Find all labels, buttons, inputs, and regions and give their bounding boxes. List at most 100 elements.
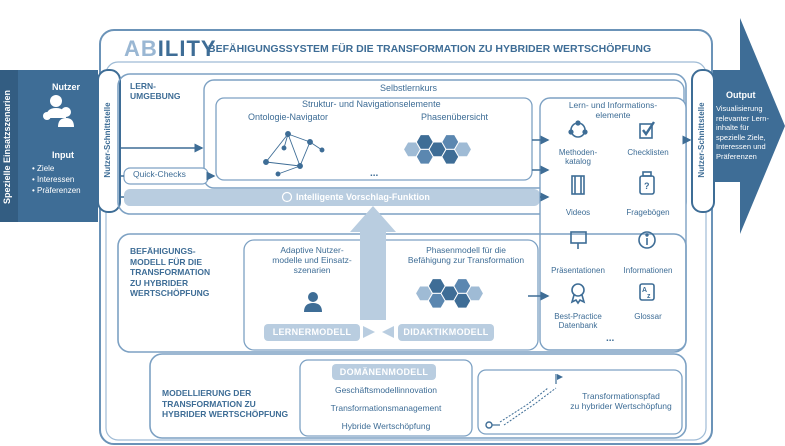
output-title: Output — [726, 90, 756, 100]
element-videos[interactable]: Videos — [565, 208, 591, 217]
element-label: Datenbank — [558, 321, 598, 331]
element-presentations[interactable]: Präsentationen — [551, 266, 605, 275]
enabling-model-title: BEFÄHIGUNGS- MODELL FÜR DIE TRANSFORMATI… — [130, 246, 210, 299]
structure-nav-title: Struktur- und Navigationselemente — [302, 99, 441, 109]
users-icon — [43, 95, 74, 127]
element-questionnaires[interactable]: Fragebögen — [626, 208, 670, 217]
enabling-title-line: BEFÄHIGUNGS- — [130, 246, 196, 256]
elements-more-dots: ... — [606, 333, 615, 344]
input-item-interests: • Interessen — [32, 175, 75, 184]
input-item-preferences: • Präferenzen — [32, 186, 81, 195]
element-label: katalog — [565, 157, 591, 167]
output-line: Interessen und — [716, 142, 766, 152]
element-label: Methoden- — [558, 148, 598, 157]
presentation-icon — [570, 231, 587, 249]
interface-left-label: Nutzer-Schnittstelle — [103, 102, 112, 178]
phase-hexagons-icon — [402, 134, 473, 165]
svg-text:z: z — [647, 293, 651, 300]
domain-model-button[interactable]: DOMÄNENMODELL — [332, 364, 436, 380]
output-line: relevanter Lern- — [716, 113, 769, 123]
ontology-nav-label: Ontologie-Navigator — [248, 112, 329, 122]
interface-right-label: Nutzer-Schnittstelle — [697, 102, 706, 178]
adaptive-line: modelle und Einsatz- — [272, 254, 352, 265]
brand-tagline: BEFÄHIGUNGSSYSTEM FÜR DIE TRANSFORMATION… — [208, 43, 652, 55]
hexagon — [453, 141, 473, 158]
element-best-practice[interactable]: Best-Practice Datenbank — [546, 312, 610, 330]
input-user-title: Nutzer — [52, 82, 81, 92]
adaptive-line: szenarien — [293, 264, 331, 275]
enabling-model-box — [117, 233, 687, 353]
globe-icon — [281, 191, 293, 203]
brand-logo: ABILITY — [124, 36, 217, 61]
path-line: Transformationspfad — [582, 391, 660, 401]
enabling-title-line: MODELL FÜR DIE — [130, 256, 203, 267]
input-item-goals: • Ziele — [32, 164, 55, 173]
input-side-label: Spezielle Einsatzszenarien — [2, 89, 12, 205]
brand-prefix: AB — [124, 36, 158, 61]
enabling-inner-box — [243, 239, 539, 351]
phase-model-line: Phasenmodell für die — [426, 245, 506, 255]
checklist-icon — [639, 121, 655, 139]
elements-panel — [539, 97, 687, 351]
system-inner-frame — [105, 61, 707, 441]
phase-model-text: Phasenmodell für die Befähigung zur Tran… — [394, 245, 538, 266]
film-icon — [571, 175, 585, 195]
phase-overview-label: Phasenübersicht — [421, 112, 489, 122]
path-box — [477, 369, 683, 435]
interface-left-pill — [97, 69, 121, 213]
user-icon — [304, 292, 322, 312]
adaptive-line: Adaptive Nutzer- — [280, 245, 344, 255]
learning-env-title: LERN- UMGEBUNG — [130, 81, 181, 102]
award-icon — [570, 283, 586, 305]
enabling-title-line: WERTSCHÖPFUNG — [130, 288, 210, 298]
input-panel-edge — [0, 70, 18, 222]
elements-title-line: Lern- und Informations- — [568, 100, 658, 110]
input-title: Input — [52, 150, 74, 160]
output-line: spezielle Ziele, — [716, 132, 766, 142]
output-text: Visualisierung relevanter Lern- inhalte … — [716, 104, 769, 162]
learning-env-title-line: UMGEBUNG — [130, 90, 181, 101]
structure-more-dots: ... — [370, 168, 379, 179]
domain-model-box — [299, 359, 473, 437]
modelling-title-line: MODELLIERUNG DER — [162, 388, 252, 398]
didactic-model-button[interactable]: DIDAKTIKMODELL — [398, 324, 494, 341]
ontology-network-icon — [263, 131, 325, 177]
quick-checks-label[interactable]: Quick-Checks — [133, 169, 186, 179]
element-label: Best-Practice — [554, 312, 602, 321]
upward-arrow — [350, 206, 396, 320]
brand-suffix: ILITY — [157, 36, 217, 61]
adaptive-models-text: Adaptive Nutzer- modelle und Einsatz- sz… — [262, 245, 362, 275]
element-method-catalog[interactable]: Methoden- katalog — [546, 148, 610, 166]
enabling-title-line: TRANSFORMATION — [130, 267, 211, 277]
questionnaire-icon — [639, 171, 655, 195]
modelling-title-line: HYBRIDER WERTSCHÖPFUNG — [162, 409, 289, 419]
domain-item-hybrid: Hybride Wertschöpfung — [341, 421, 431, 431]
domain-item-transformation: Transformationsmanagement — [330, 403, 442, 413]
enabling-title-line: ZU HYBRIDER — [130, 277, 189, 288]
phase-model-hexagons-icon — [414, 278, 485, 309]
element-checklists[interactable]: Checklisten — [627, 148, 669, 157]
structure-nav-box — [215, 97, 533, 181]
output-line: inhalte für — [716, 123, 749, 133]
elements-title: Lern- und Informations- elemente — [548, 100, 678, 121]
svg-text:A: A — [642, 287, 647, 294]
suggestion-label[interactable]: Intelligente Vorschlag-Funktion — [296, 192, 430, 202]
info-icon — [638, 231, 656, 249]
transformation-path-text: Transformationspfad zu hybrider Wertschö… — [560, 391, 682, 412]
element-information[interactable]: Informationen — [623, 266, 673, 275]
glossary-icon — [639, 283, 655, 301]
learning-env-title-line: LERN- — [130, 81, 156, 91]
modelling-title-line: TRANSFORMATION ZU — [162, 398, 256, 409]
modelling-box — [149, 353, 687, 439]
transformation-path-icon — [485, 374, 563, 429]
learner-model-button[interactable]: LERNERMODELL — [264, 324, 360, 341]
suggestion-bar — [124, 189, 540, 206]
domain-item-business: Geschäftsmodellinnovation — [334, 385, 438, 395]
interface-right-pill — [691, 69, 715, 213]
output-line: Visualisierung — [716, 104, 763, 113]
modelling-title: MODELLIERUNG DER TRANSFORMATION ZU HYBRI… — [162, 388, 288, 420]
hexagon — [465, 285, 485, 302]
element-glossary[interactable]: Glossar — [634, 312, 662, 321]
